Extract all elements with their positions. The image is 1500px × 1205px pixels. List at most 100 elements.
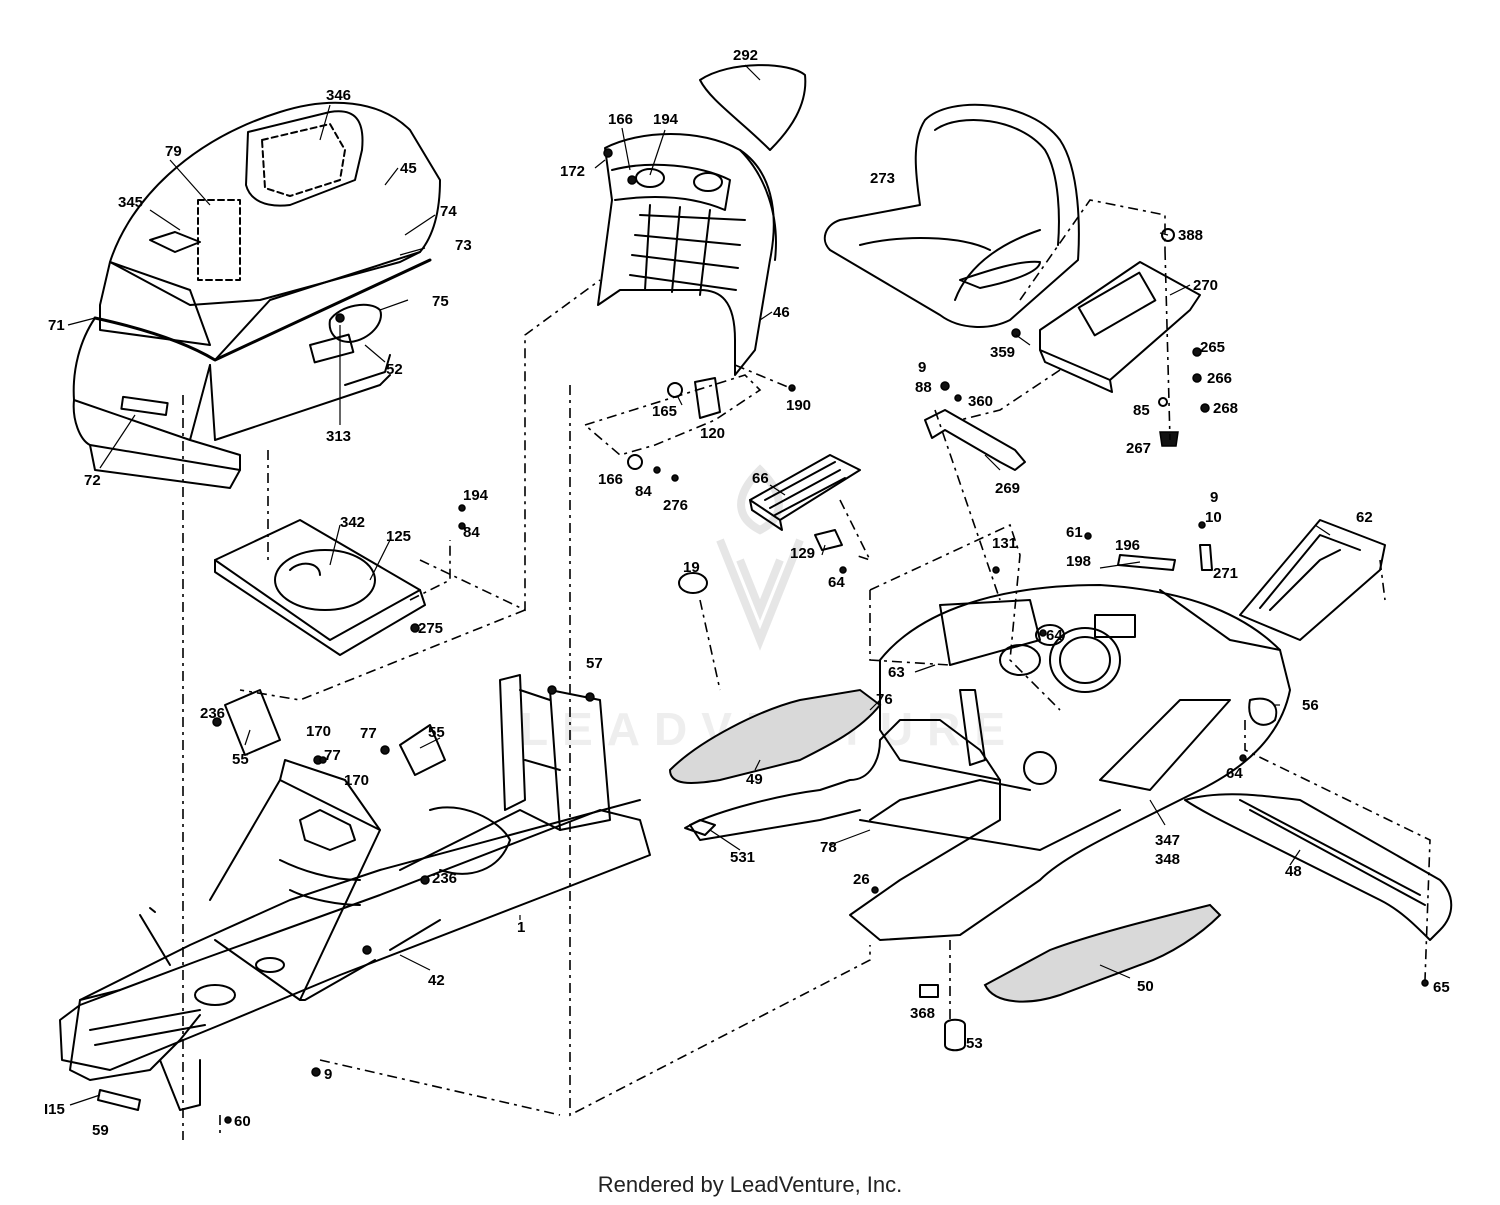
callout-172: 172	[560, 163, 585, 180]
callout-79: 79	[165, 143, 182, 160]
callout-269: 269	[995, 480, 1020, 497]
callout-273: 273	[870, 170, 895, 187]
callout-63: 63	[888, 664, 905, 681]
mat-50-part	[983, 903, 1222, 1003]
callout-42: 42	[428, 972, 445, 989]
callout-360: 360	[968, 393, 993, 410]
callout-165: 165	[652, 403, 677, 420]
callout-531: 531	[730, 849, 755, 866]
callout-52: 52	[386, 361, 403, 378]
callout-74: 74	[440, 203, 457, 220]
grommet-19-part	[678, 572, 708, 594]
callout-129: 129	[790, 545, 815, 562]
bushing-53-part	[944, 1018, 966, 1052]
deflector-62-part	[1239, 519, 1386, 641]
callout-196: 196	[1115, 537, 1140, 554]
callout-64-pedal: 64	[828, 574, 845, 591]
callout-120: 120	[700, 425, 725, 442]
callout-368: 368	[910, 1005, 935, 1022]
callout-131: 131	[992, 535, 1017, 552]
spring-271-part	[1199, 544, 1213, 571]
parts-diagram: LEADVENTURE	[44, 47, 1453, 1140]
fender-part	[689, 584, 1291, 941]
callout-313: 313	[326, 428, 351, 445]
footer-credit: Rendered by LeadVenture, Inc.	[597, 1172, 903, 1197]
callout-73: 73	[455, 237, 472, 254]
callout-labels: 346 79 45 345 74 73 71 75 52 313 72 292 …	[44, 47, 1450, 1139]
callout-265: 265	[1200, 339, 1225, 356]
callout-166-top: 166	[608, 111, 633, 128]
plate-129-part	[814, 529, 843, 551]
pedal-cover-part	[749, 454, 861, 531]
callout-55-right: 55	[428, 724, 445, 741]
callout-61: 61	[1066, 524, 1083, 541]
callout-19: 19	[683, 559, 700, 576]
callout-62: 62	[1356, 509, 1373, 526]
callout-388: 388	[1178, 227, 1203, 244]
callout-64-console: 64	[1046, 627, 1063, 644]
callout-170-left: 170	[306, 723, 331, 740]
callout-85: 85	[1133, 402, 1150, 419]
callout-75: 75	[432, 293, 449, 310]
callout-268: 268	[1213, 400, 1238, 417]
callout-64-fender: 64	[1226, 765, 1243, 782]
callout-166-mid: 166	[598, 471, 623, 488]
callout-84-left: 84	[463, 524, 480, 541]
callout-345: 345	[118, 194, 143, 211]
mat-49-part	[668, 688, 882, 784]
callout-348: 348	[1155, 851, 1180, 868]
bracket-120-part	[694, 377, 721, 419]
callout-88: 88	[915, 379, 932, 396]
callout-266: 266	[1207, 370, 1232, 387]
callout-78: 78	[820, 839, 837, 856]
callout-292: 292	[733, 47, 758, 64]
callout-115: I15	[44, 1101, 65, 1118]
seat-part	[823, 103, 1080, 328]
callout-236-frame: 236	[432, 870, 457, 887]
callout-9-spring: 9	[1210, 489, 1218, 506]
callout-45: 45	[400, 160, 417, 177]
callout-77-left: 77	[324, 747, 341, 764]
callout-46: 46	[773, 304, 790, 321]
frame-part	[59, 674, 651, 1111]
callout-198: 198	[1066, 553, 1091, 570]
callout-170-right: 170	[344, 772, 369, 789]
hood-part	[72, 101, 441, 489]
callout-9-seat: 9	[918, 359, 926, 376]
fasteners	[212, 148, 1429, 1124]
callout-26: 26	[853, 871, 870, 888]
callout-236-left: 236	[200, 705, 225, 722]
callout-275: 275	[418, 620, 443, 637]
callout-1: 1	[517, 919, 525, 936]
callout-77-right: 77	[360, 725, 377, 742]
callout-194-left: 194	[463, 487, 489, 504]
callout-50: 50	[1137, 978, 1154, 995]
seat-pan-part	[1039, 261, 1201, 393]
callout-125: 125	[386, 528, 411, 545]
callout-270: 270	[1193, 277, 1218, 294]
callout-48: 48	[1285, 863, 1302, 880]
handle-196-part	[1117, 554, 1176, 571]
callout-76: 76	[876, 691, 893, 708]
assembly-guide-lines	[182, 199, 1431, 1140]
leader-lines	[67, 64, 1331, 1106]
callout-65: 65	[1433, 979, 1450, 996]
callout-347: 347	[1155, 832, 1180, 849]
callout-9-frame: 9	[324, 1066, 332, 1083]
callout-271: 271	[1213, 565, 1238, 582]
callout-190: 190	[786, 397, 811, 414]
bracket-55b-part	[399, 724, 446, 776]
callout-57: 57	[586, 655, 603, 672]
dash-panel-part	[597, 133, 777, 376]
callout-10: 10	[1205, 509, 1222, 526]
panel-48-part	[1184, 793, 1453, 941]
callout-59: 59	[92, 1122, 109, 1139]
callout-71: 71	[48, 317, 65, 334]
callout-60: 60	[234, 1113, 251, 1130]
rail-531-part	[684, 819, 716, 836]
heat-shield-part	[214, 519, 426, 656]
callout-66: 66	[752, 470, 769, 487]
callout-84-mid: 84	[635, 483, 652, 500]
callout-55-left: 55	[232, 751, 249, 768]
callout-56: 56	[1302, 697, 1319, 714]
